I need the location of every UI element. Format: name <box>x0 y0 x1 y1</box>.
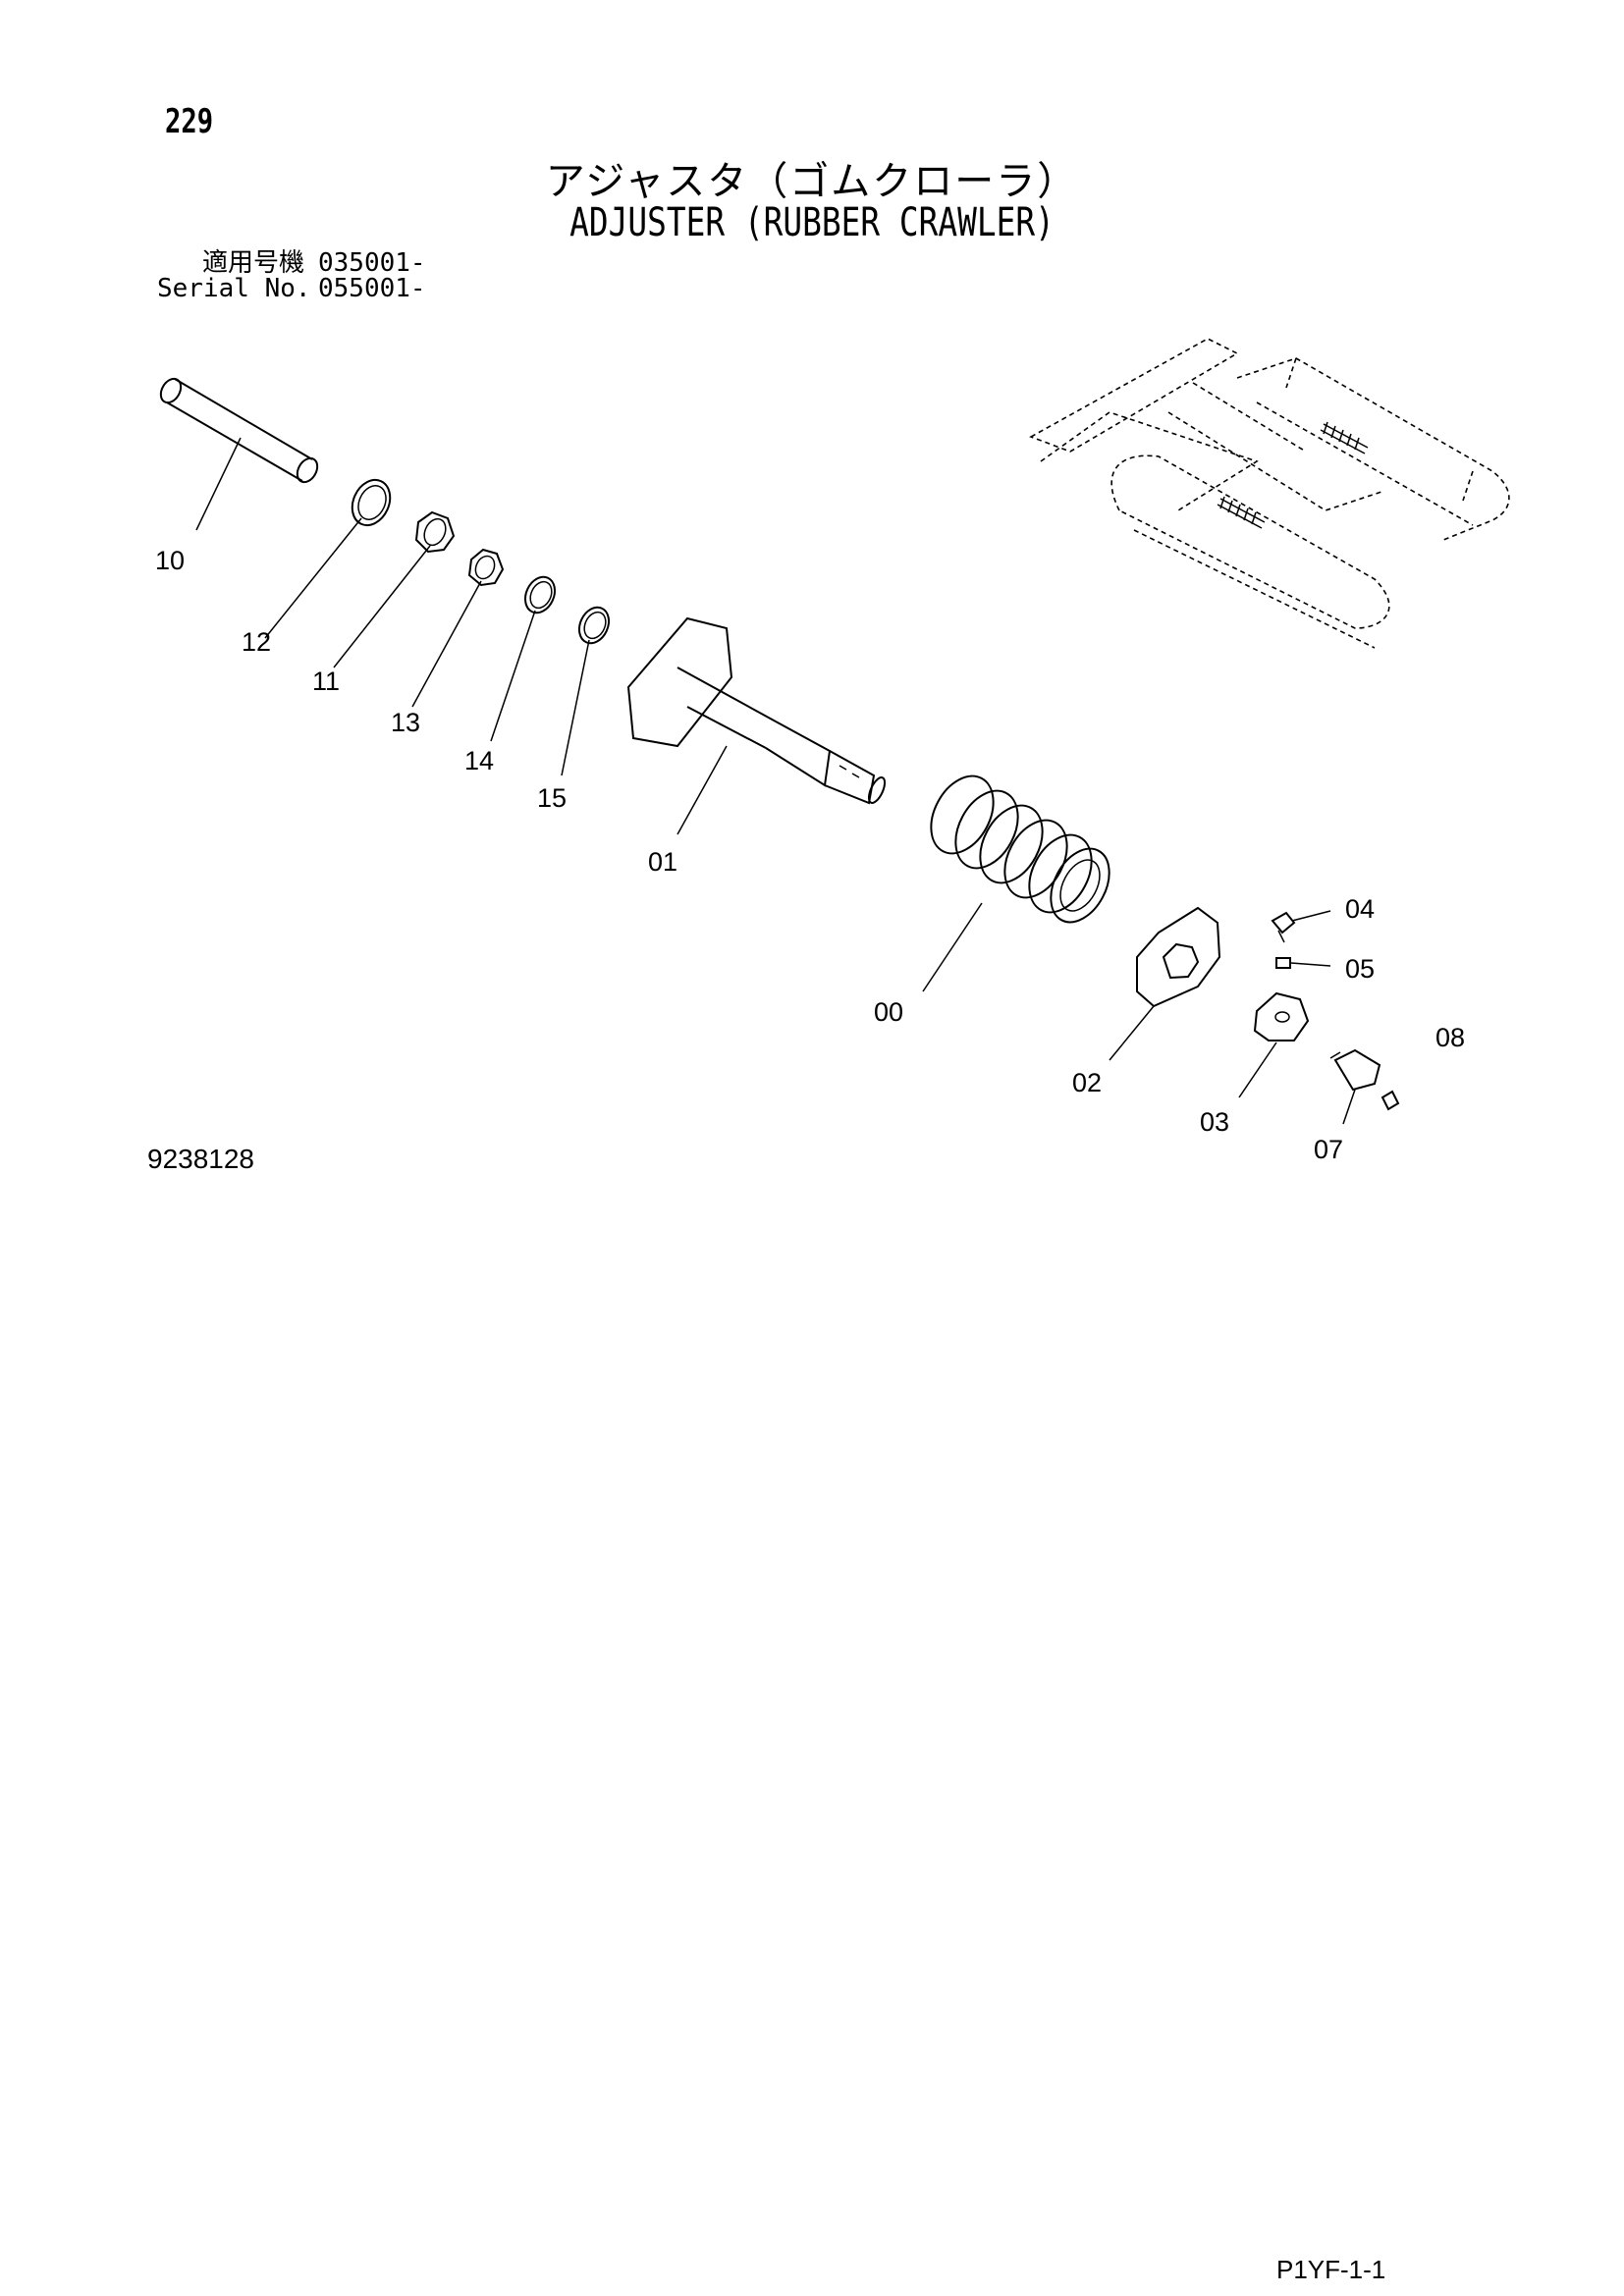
callout-11: 11 <box>312 667 340 696</box>
part-00-spring <box>930 774 1110 924</box>
applicable-serial-row: 適用号機 035001- <box>157 250 426 276</box>
serial-value: 055001- <box>318 274 426 303</box>
applicable-value: 035001- <box>318 248 426 278</box>
part-01-adjuster-rod <box>626 616 887 805</box>
part-14-ring <box>523 575 557 614</box>
part-07-grease-valve <box>1329 1048 1381 1092</box>
callout-12: 12 <box>242 627 271 657</box>
part-13-lock-nut <box>467 548 505 587</box>
callout-02: 02 <box>1072 1068 1102 1097</box>
part-08-cap <box>1380 1090 1400 1111</box>
page-title-english: ADJUSTER (RUBBER CRAWLER) <box>569 200 1055 245</box>
callout-15: 15 <box>537 783 567 813</box>
serial-number-row: Serial No.055001- <box>157 276 426 301</box>
drawing-number: 9238128 <box>147 1144 255 1174</box>
callout-13: 13 <box>391 708 420 737</box>
undercarriage-inset <box>1029 338 1510 649</box>
applicable-label: 適用号機 <box>201 248 304 278</box>
page-title-japanese: アジャスタ（ゴムクローラ） <box>545 159 1079 204</box>
part-03-hex-nut <box>1253 991 1310 1041</box>
serial-label: Serial No. <box>157 274 311 303</box>
page-code: P1YF-1-1 <box>1276 2255 1386 2284</box>
callout-04: 04 <box>1345 894 1375 924</box>
part-04-fitting <box>1271 911 1296 943</box>
part-10-pin <box>159 377 319 484</box>
part-11-nut <box>414 510 456 554</box>
callout-05: 05 <box>1345 954 1375 984</box>
part-05-plug <box>1275 957 1291 969</box>
page-number: 229 <box>165 102 214 141</box>
part-12-snap-ring <box>351 478 392 527</box>
callout-01: 01 <box>648 847 677 877</box>
part-02-plate <box>1136 906 1221 1008</box>
leader-lines <box>195 437 1356 1125</box>
callout-07: 07 <box>1314 1135 1343 1164</box>
callout-10: 10 <box>155 546 185 575</box>
serial-info: 適用号機 035001- Serial No.055001- <box>157 250 426 301</box>
part-15-ring <box>577 606 611 645</box>
callout-03: 03 <box>1200 1107 1229 1137</box>
callout-14: 14 <box>464 746 494 775</box>
callout-00: 00 <box>874 997 903 1027</box>
callout-08: 08 <box>1435 1023 1465 1052</box>
